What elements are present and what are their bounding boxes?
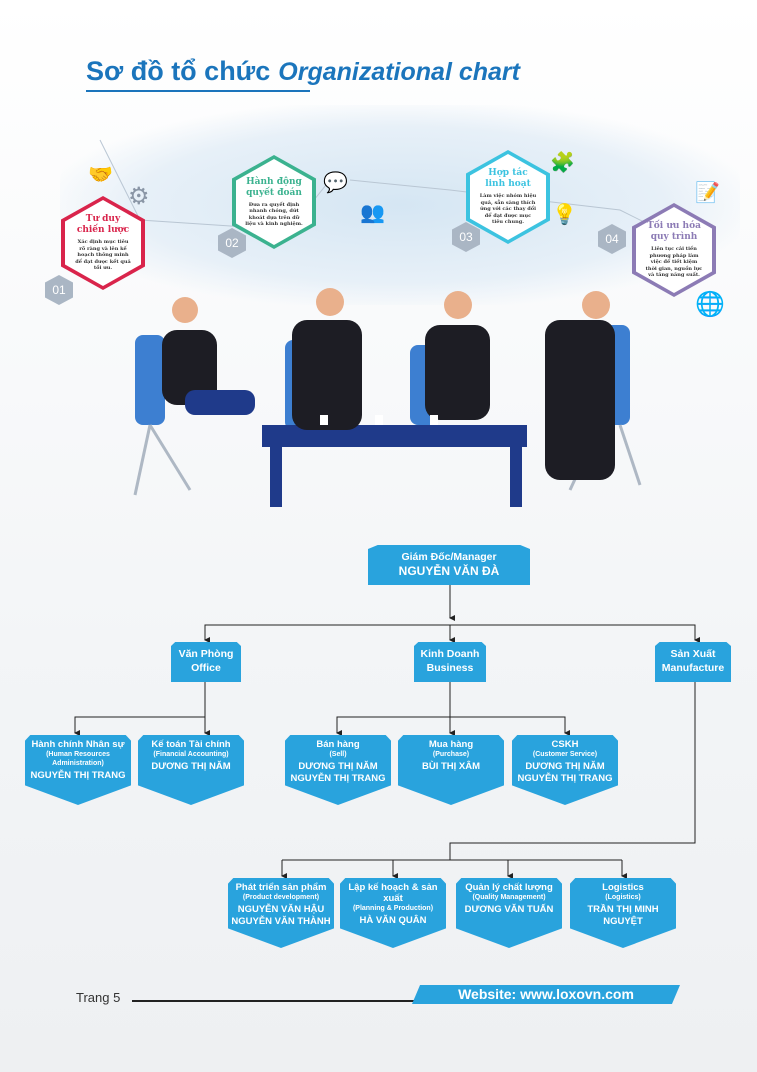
manager-title: Giám Đốc/Manager — [401, 551, 497, 563]
unit-subtitle: (Planning & Production) — [352, 905, 434, 912]
value-desc: Xác định mục tiêu rõ ràng và lên kế hoạc… — [75, 239, 131, 272]
unit-staff: DƯƠNG THỊ NĂM — [151, 761, 231, 772]
value-card-3: Hợp tác linh hoạt Làm việc nhóm hiệu quả… — [466, 150, 550, 244]
unit-title: Hành chính Nhân sự — [31, 739, 125, 750]
footer-line — [132, 1000, 422, 1002]
manager-box: Giám Đốc/Manager NGUYỄN VĂN ĐÀ — [368, 545, 530, 585]
unit-title: CSKH — [551, 739, 579, 750]
unit-staff: DƯƠNG VĂN TUẤN — [464, 904, 554, 915]
world-map-background — [60, 105, 740, 305]
meeting-illustration — [133, 288, 642, 507]
gear-icon: ⚙ — [128, 183, 150, 210]
value-card-2: Hành động quyết đoán Đưa ra quyết định n… — [232, 155, 316, 249]
value-number: 02 — [218, 228, 246, 258]
department-en: Office — [191, 662, 221, 674]
website-link[interactable]: Website: www.loxovn.com — [412, 985, 680, 1004]
unit-subtitle: (Logistics) — [605, 894, 641, 901]
value-heading: Tối ưu hóa quy trình — [647, 221, 701, 243]
unit-staff: DƯƠNG THỊ NĂM NGUYỄN THỊ TRANG — [517, 761, 613, 784]
puzzle-icon: 🧩 — [550, 152, 575, 174]
unit-staff: TRẦN THỊ MINH NGUYỆT — [587, 904, 659, 927]
department-en: Manufacture — [661, 662, 725, 674]
unit-title: Kế toán Tài chính — [151, 739, 231, 750]
value-heading: Tư duy chiến lược — [76, 214, 130, 236]
unit-title: Logistics — [602, 882, 644, 893]
handshake-icon: 🤝 — [88, 164, 113, 186]
title-vn: Sơ đồ tổ chức — [86, 56, 271, 86]
team-icon: 👥 — [360, 202, 385, 224]
department-manufacture: Sản Xuất Manufacture — [655, 642, 731, 682]
unit-subtitle: (Product development) — [242, 894, 320, 901]
title-underline — [86, 90, 310, 92]
value-number: 04 — [598, 224, 626, 254]
globe-icon: 🌐 — [695, 291, 725, 318]
unit-title: Phát triển sản phẩm — [235, 882, 327, 893]
department-vn: Văn Phòng — [178, 648, 234, 660]
chat-info-icon: 💬 — [323, 172, 348, 194]
value-desc: Đưa ra quyết định nhanh chóng, dứt khoát… — [245, 201, 303, 228]
unit-staff: BÙI THỊ XÂM — [421, 761, 481, 772]
unit-subtitle: (Purchase) — [432, 751, 470, 758]
department-business: Kinh Doanh Business — [414, 642, 486, 682]
unit-staff: HÀ VĂN QUÂN — [359, 915, 427, 926]
unit-staff: NGUYỄN THỊ TRANG — [30, 770, 126, 781]
unit-title: Mua hàng — [428, 739, 474, 750]
value-desc: Liên tục cải tiến phương pháp làm việc đ… — [645, 246, 703, 279]
page-number: Trang 5 — [76, 990, 121, 1005]
lightbulb-icon: 💡 — [552, 204, 577, 226]
unit-title: Lập kế hoạch & sản xuất — [348, 882, 438, 904]
department-vn: Kinh Doanh — [420, 648, 480, 660]
unit-subtitle: (Customer Service) — [532, 751, 598, 758]
value-heading: Hợp tác linh hoạt — [485, 168, 531, 190]
title-en: Organizational chart — [278, 58, 520, 86]
unit-subtitle: (Sell) — [329, 751, 347, 758]
department-vn: Sản Xuất — [670, 648, 716, 660]
value-heading: Hành động quyết đoán — [246, 176, 302, 198]
unit-title: Bán hàng — [316, 739, 360, 750]
unit-staff: NGUYỄN VĂN HẬU NGUYỄN VĂN THÀNH — [231, 904, 331, 927]
manager-name: NGUYỄN VĂN ĐÀ — [398, 564, 500, 578]
unit-staff: DƯƠNG THỊ NĂM NGUYỄN THỊ TRANG — [290, 761, 386, 784]
unit-subtitle: (Human Resources Administration) — [46, 751, 110, 767]
department-office: Văn Phòng Office — [171, 642, 241, 682]
unit-subtitle: (Quality Management) — [472, 894, 546, 901]
department-en: Business — [426, 662, 474, 674]
value-desc: Làm việc nhóm hiệu quả, sẵn sàng thích ứ… — [479, 193, 537, 226]
unit-title: Quản lý chất lượng — [465, 882, 553, 893]
unit-subtitle: (Financial Accounting) — [153, 751, 229, 758]
notepad-icon: 📝 — [695, 182, 720, 204]
